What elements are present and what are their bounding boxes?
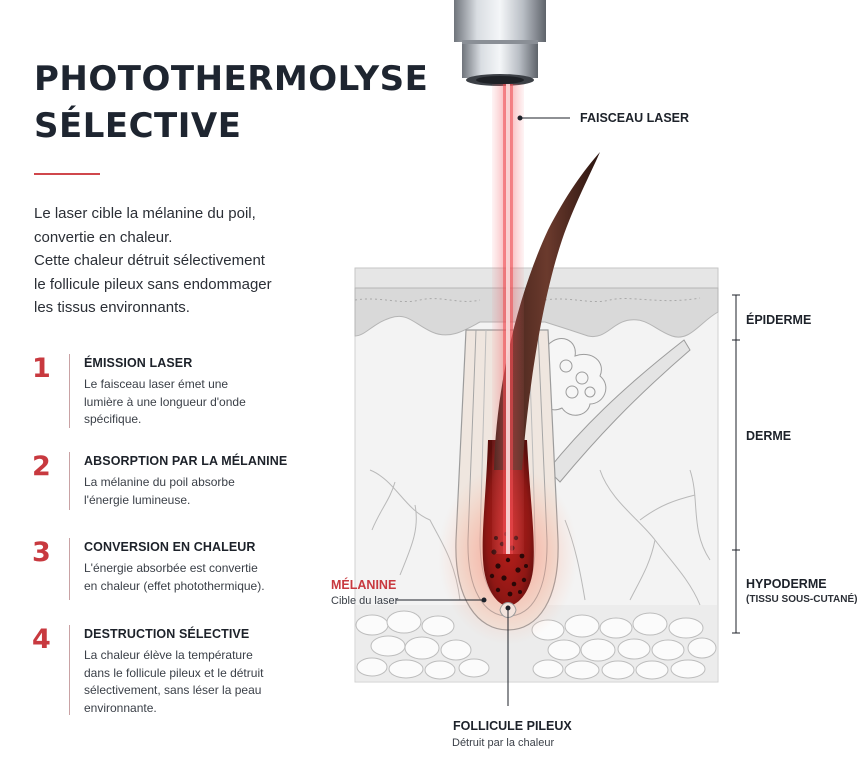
step-line: lumière à une longueur d'onde: [84, 394, 246, 409]
step-4: 4 DESTRUCTION SÉLECTIVE La chaleur élève…: [32, 625, 332, 717]
step-title: DESTRUCTION SÉLECTIVE: [84, 627, 250, 641]
intro-line: Cette chaleur détruit sélectivement: [34, 252, 265, 269]
follicle-label: FOLLICULE PILEUX: [453, 719, 572, 733]
melanin-label: MÉLANINE: [331, 578, 397, 592]
leader-lines: [396, 115, 570, 706]
step-divider: [69, 452, 70, 510]
step-number: 1: [32, 353, 51, 384]
step-title: CONVERSION EN CHALEUR: [84, 540, 256, 554]
sebaceous-gland: [542, 338, 607, 416]
step-description: L'énergie absorbée est convertie en chal…: [84, 560, 314, 595]
step-line: La mélanine du poil absorbe: [84, 475, 235, 489]
step-line: L'énergie absorbée est convertie: [84, 561, 258, 575]
step-line: sélectivement, sans léser la peau: [84, 683, 262, 697]
follicle-sublabel: Détruit par la chaleur: [452, 737, 555, 749]
step-divider: [69, 354, 70, 428]
laser-beam: [492, 84, 524, 554]
step-2: 2 ABSORPTION PAR LA MÉLANINE La mélanine…: [32, 452, 332, 512]
hypodermis-label: HYPODERME: [746, 577, 827, 591]
epidermis-label: ÉPIDERME: [746, 313, 812, 327]
page-title: PHOTOTHERMOLYSE SÉLECTIVE: [34, 56, 429, 150]
skin-block: [354, 152, 719, 683]
step-number: 3: [32, 537, 51, 568]
step-description: Le faisceau laser émet une lumière à une…: [84, 376, 314, 429]
intro-line: les tissus environnants.: [34, 299, 190, 316]
step-line: en chaleur (effet photothermique).: [84, 578, 265, 593]
step-line: Le faisceau laser émet une: [84, 377, 229, 391]
step-3: 3 CONVERSION EN CHALEUR L'énergie absorb…: [32, 537, 332, 600]
step-divider: [69, 538, 70, 600]
step-1: 1 ÉMISSION LASER Le faisceau laser émet …: [32, 354, 332, 430]
step-line: dans le follicule pileux et le détruit: [84, 665, 264, 680]
title-line-1: PHOTOTHERMOLYSE: [34, 59, 429, 99]
step-title: ÉMISSION LASER: [84, 356, 193, 370]
step-line: spécifique.: [84, 412, 142, 426]
intro-line: Le laser cible la mélanine du poil,: [34, 205, 256, 222]
step-divider: [69, 625, 70, 715]
intro-line: convertie en chaleur.: [34, 228, 173, 246]
step-description: La chaleur élève la température dans le …: [84, 647, 314, 717]
title-divider: [34, 173, 100, 175]
step-line: La chaleur élève la température: [84, 648, 253, 662]
intro-line: le follicule pileux sans endommager: [34, 275, 272, 293]
melanin-sublabel: Cible du laser: [331, 595, 399, 607]
step-title: ABSORPTION PAR LA MÉLANINE: [84, 454, 288, 468]
step-line: environnante.: [84, 700, 157, 715]
intro-text: Le laser cible la mélanine du poil, conv…: [34, 202, 324, 320]
step-number: 4: [32, 624, 51, 655]
hypodermis-sublabel: (TISSU SOUS-CUTANÉ): [746, 594, 858, 605]
arrector-pili-muscle: [547, 339, 691, 483]
beam-label: FAISCEAU LASER: [580, 111, 690, 125]
step-line: l'énergie lumineuse.: [84, 492, 191, 507]
step-description: La mélanine du poil absorbe l'énergie lu…: [84, 474, 314, 509]
laser-handpiece: [454, 0, 546, 86]
layer-bracket: [732, 294, 740, 634]
fat-tissue: [355, 605, 717, 681]
title-line-2: SÉLECTIVE: [34, 106, 242, 146]
step-number: 2: [32, 451, 51, 482]
dermis-label: DERME: [746, 429, 792, 443]
